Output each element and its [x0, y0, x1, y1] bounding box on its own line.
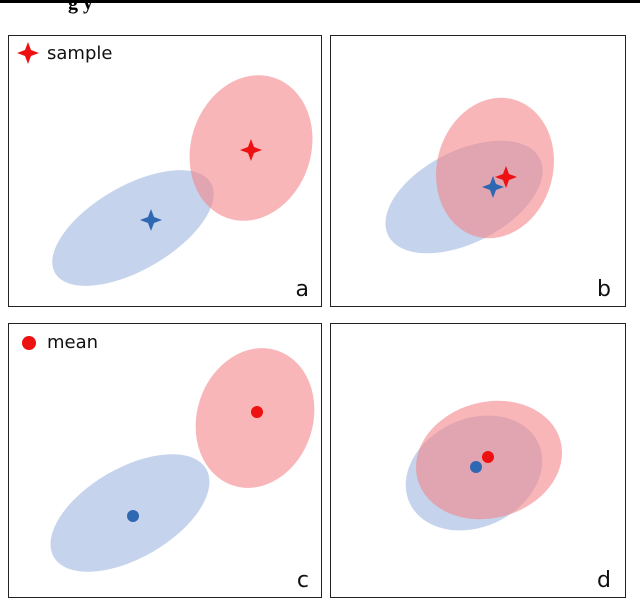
- red-mean-dot: [251, 406, 263, 418]
- panel-a: sample a: [8, 35, 322, 307]
- red-mean-dot: [482, 451, 494, 463]
- legend-sample-label: sample: [47, 42, 113, 64]
- panel-d: d: [330, 323, 626, 598]
- blue-mean-dot: [470, 461, 482, 473]
- red-distribution-ellipse: [195, 348, 315, 488]
- blue-sample-star-icon: [482, 176, 504, 198]
- blue-mean-dot: [127, 510, 139, 522]
- panel-b: b: [330, 35, 626, 307]
- red-sample-star-icon: [495, 166, 517, 188]
- red-sample-star-icon: [240, 139, 262, 161]
- panel-letter-c: c: [296, 568, 309, 593]
- red-distribution-ellipse: [436, 97, 554, 239]
- panel-letter-b: b: [597, 277, 611, 302]
- legend-mean-label: mean: [47, 332, 99, 353]
- top-rule: [0, 0, 640, 3]
- blue-sample-star-icon: [140, 209, 162, 231]
- panel-a-plot: [52, 75, 313, 286]
- panel-d-plot: [405, 400, 563, 531]
- clipped-heading: g y: [68, 0, 93, 14]
- four-point-star-icon: [17, 42, 39, 64]
- blue-distribution-ellipse: [52, 170, 214, 286]
- panel-letter-d: d: [597, 568, 611, 593]
- panel-c: mean c: [8, 323, 322, 598]
- panel-letter-a: a: [295, 277, 309, 302]
- legend-sample: sample: [17, 42, 112, 64]
- dot-icon: [22, 335, 36, 350]
- legend-mean: mean: [19, 332, 98, 353]
- panel-b-plot: [385, 97, 554, 254]
- panel-c-plot: [50, 348, 315, 572]
